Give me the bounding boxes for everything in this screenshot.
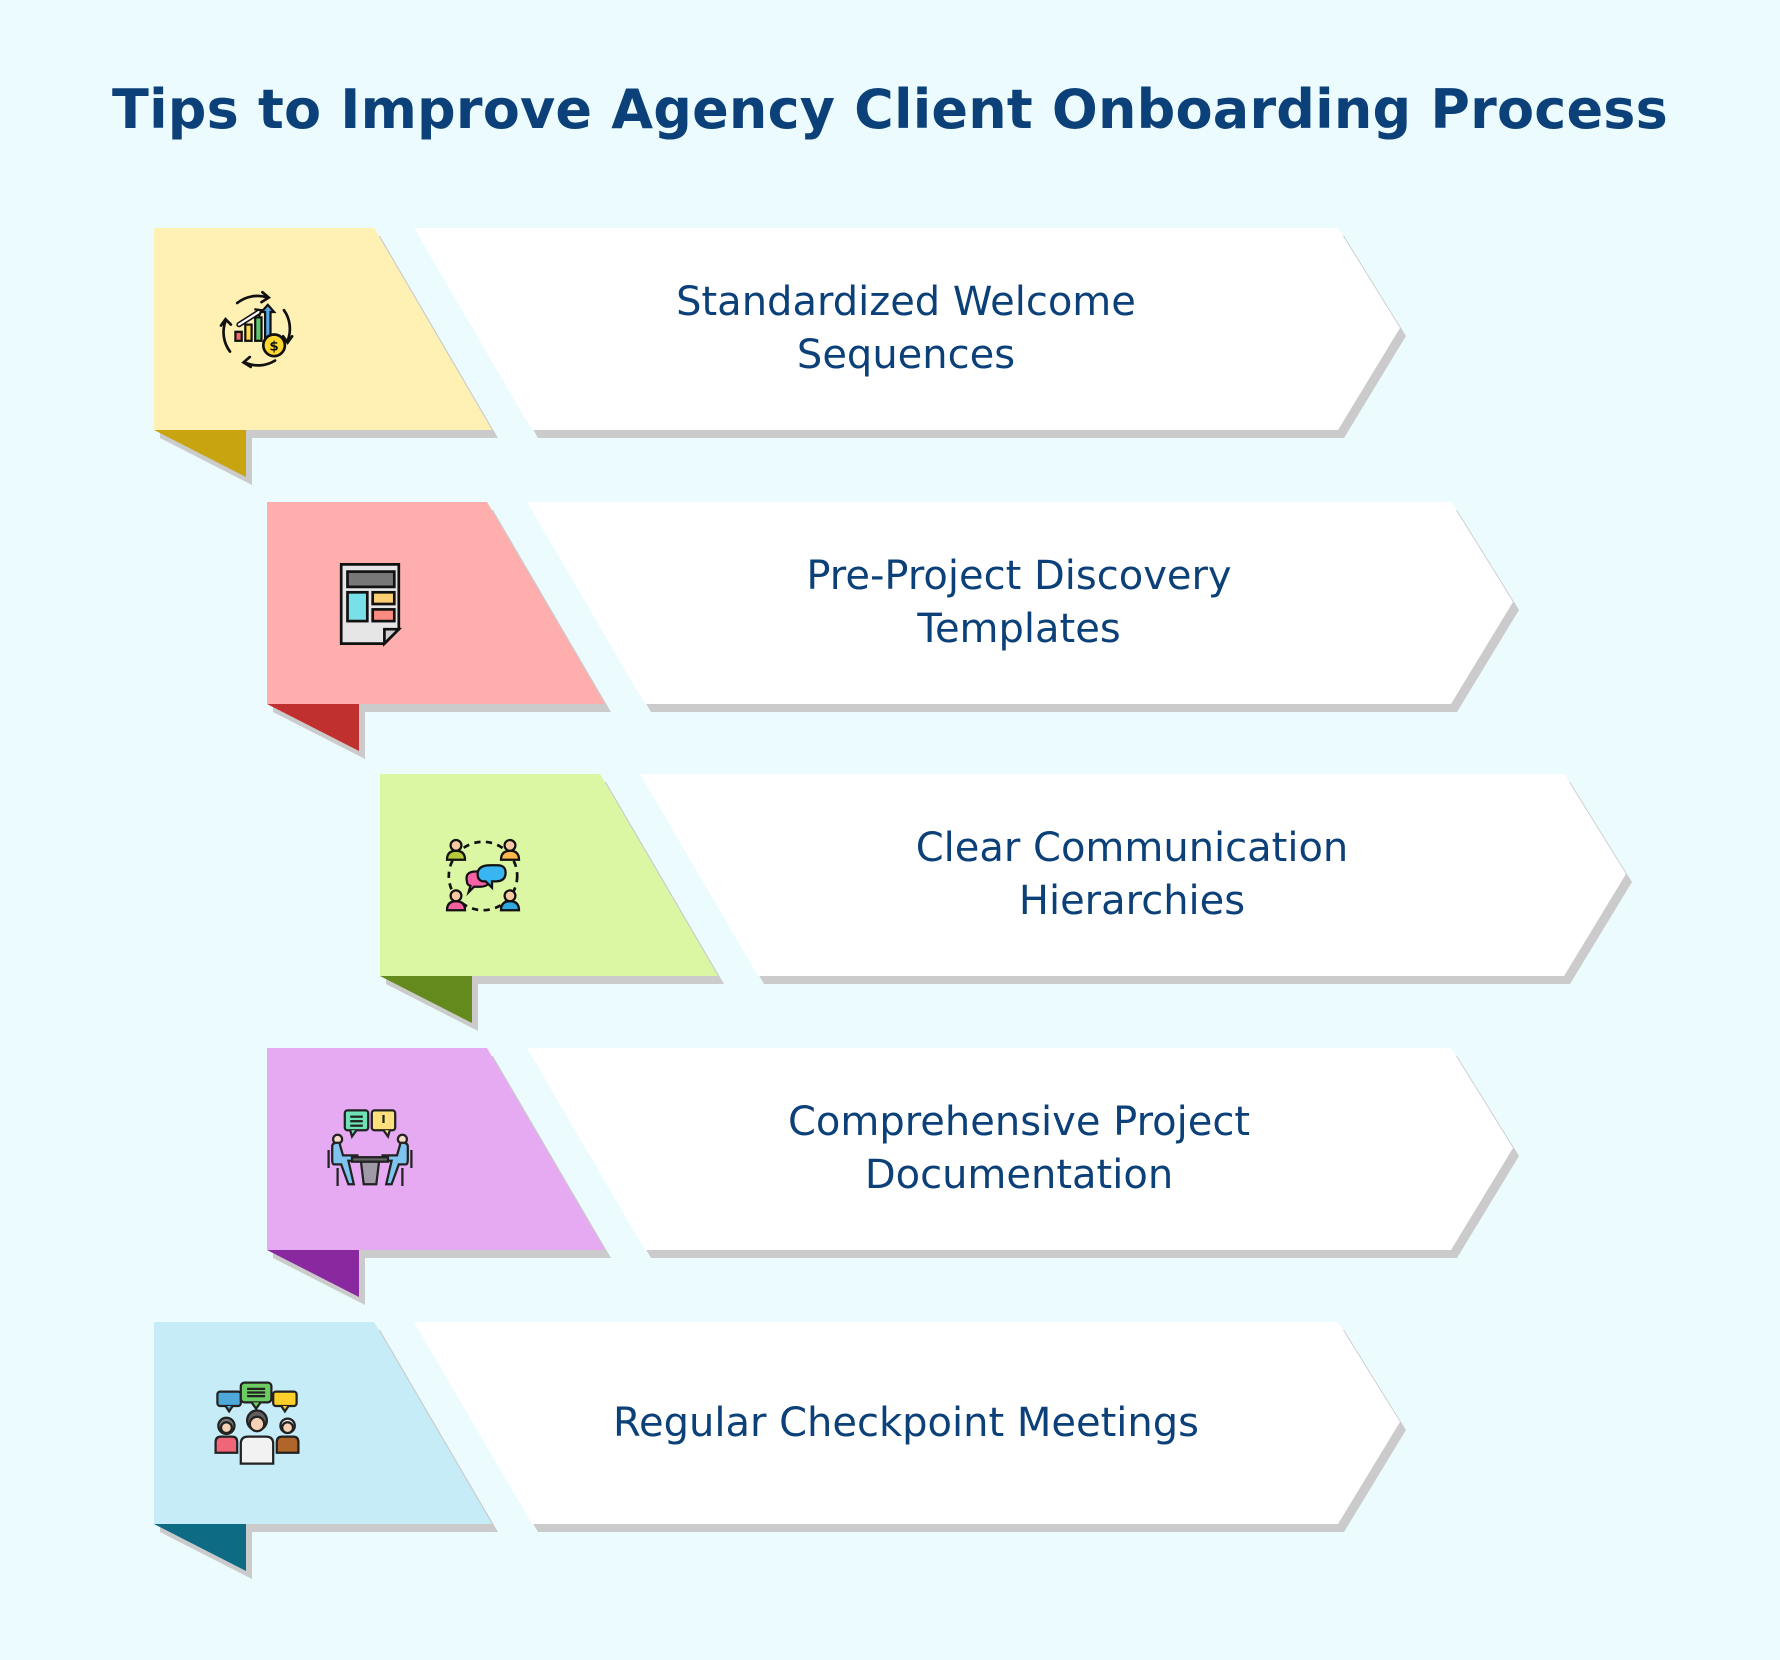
tip-fold xyxy=(154,1524,246,1571)
tip-fold xyxy=(267,1250,359,1297)
tip-color-block xyxy=(267,502,605,704)
tip-fold xyxy=(380,976,472,1023)
growth-chart-cycle-icon: $ xyxy=(219,290,294,369)
tip-banner-shape xyxy=(267,1048,1519,1305)
tip-label-line-1: Comprehensive Project xyxy=(787,1099,1251,1145)
tip-banner-shape xyxy=(380,774,1632,1031)
tip-label-line-1: Standardized Welcome xyxy=(676,279,1136,325)
tip-color-block xyxy=(267,1048,605,1250)
meeting-table-icon xyxy=(327,1109,413,1186)
tip-banner-shape xyxy=(154,228,1406,485)
team-communication-icon xyxy=(445,838,521,912)
tip-card xyxy=(414,1322,1400,1524)
tip-card xyxy=(527,1048,1513,1250)
tip-card xyxy=(527,502,1513,704)
tip-label-line-2: Documentation xyxy=(864,1152,1174,1198)
tip-label: Pre-Project Discovery Templates xyxy=(699,502,1339,704)
svg-text:$: $ xyxy=(269,339,278,355)
tip-row-4: Comprehensive Project Documentation xyxy=(267,1048,1567,1308)
tip-row-1: $ Standardized Welcome Sequences xyxy=(154,228,1454,488)
tip-color-block xyxy=(154,1322,492,1524)
tip-banner-shape xyxy=(267,502,1519,759)
tip-label: Standardized Welcome Sequences xyxy=(586,228,1226,430)
tip-card xyxy=(414,228,1400,430)
tip-fold xyxy=(267,704,359,751)
tip-label-line-1: Regular Checkpoint Meetings xyxy=(612,1399,1199,1446)
page-title: Tips to Improve Agency Client Onboarding… xyxy=(112,78,1668,141)
tip-row-3: Clear Communication Hierarchies xyxy=(380,774,1680,1034)
tip-label-line-1: Clear Communication Hierarchies xyxy=(915,825,1349,924)
tip-fold xyxy=(154,430,246,477)
tip-label-line-1: Pre-Project Discovery Templates xyxy=(806,553,1232,652)
tip-label: Comprehensive Project Documentation xyxy=(699,1048,1339,1250)
tip-card xyxy=(640,774,1626,976)
group-discussion-icon xyxy=(214,1381,300,1465)
tip-color-block xyxy=(154,228,492,430)
tip-label-line-2: Sequences xyxy=(796,332,1016,378)
tip-row-5: Regular Checkpoint Meetings xyxy=(154,1322,1454,1582)
tip-row-2: Pre-Project Discovery Templates xyxy=(267,502,1567,762)
document-template-icon xyxy=(339,563,403,647)
tip-banner-shape xyxy=(154,1322,1406,1579)
tip-label: Clear Communication Hierarchies xyxy=(812,774,1452,976)
tip-label: Regular Checkpoint Meetings xyxy=(586,1322,1226,1524)
tip-color-block xyxy=(380,774,718,976)
